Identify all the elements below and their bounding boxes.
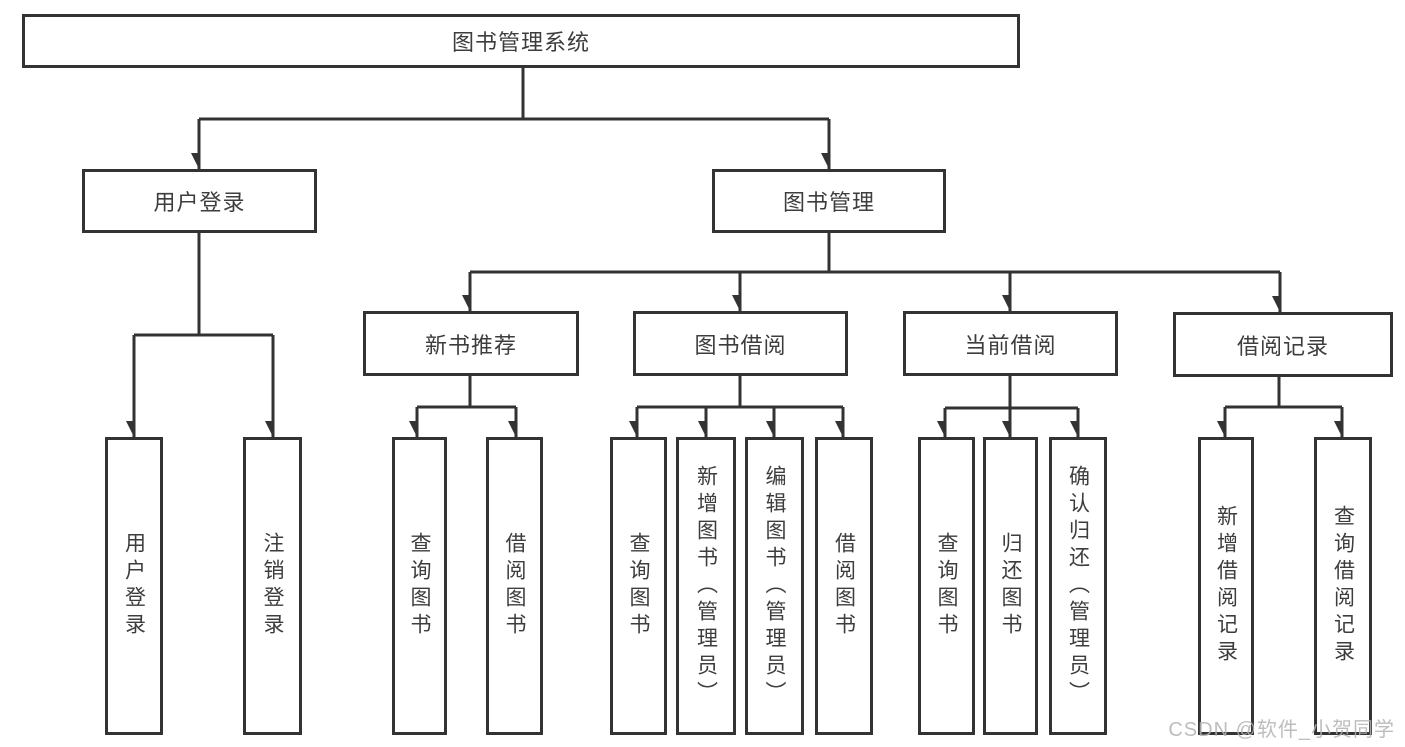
- leaf-newrec-query-books-label: 查询图书: [408, 532, 431, 640]
- leaf-borrow-query-books: 查询图书: [610, 437, 667, 735]
- leaf-records-query-record-label: 查询借阅记录: [1331, 505, 1355, 667]
- node-book-management: 图书管理: [712, 169, 946, 233]
- node-root: 图书管理系统: [22, 14, 1020, 68]
- node-user-login: 用户登录: [82, 169, 317, 233]
- leaf-newrec-borrow-books: 借阅图书: [486, 437, 543, 735]
- leaf-user-login-label: 用户登录: [122, 532, 146, 640]
- node-new-book-recommend-label: 新书推荐: [424, 332, 517, 358]
- node-root-label: 图书管理系统: [451, 30, 590, 55]
- leaf-newrec-query-books: 查询图书: [392, 437, 447, 735]
- leaf-records-add-record: 新增借阅记录: [1198, 437, 1254, 735]
- leaf-borrow-query-books-label: 查询图书: [627, 532, 650, 640]
- node-book-borrow: 图书借阅: [633, 311, 848, 376]
- leaf-records-add-record-label: 新增借阅记录: [1214, 505, 1238, 667]
- leaf-borrow-edit-books: 编辑图书（管理员）: [745, 437, 804, 735]
- leaf-borrow-add-books-label: 新增图书（管理员）: [694, 464, 718, 708]
- leaf-logout: 注销登录: [243, 437, 302, 735]
- leaf-current-confirm-return: 确认归还（管理员）: [1049, 437, 1107, 735]
- node-user-login-label: 用户登录: [153, 190, 246, 215]
- leaf-current-query-books: 查询图书: [918, 437, 975, 735]
- node-book-management-label: 图书管理: [782, 190, 875, 215]
- node-new-book-recommend: 新书推荐: [363, 311, 579, 376]
- leaf-current-query-books-label: 查询图书: [935, 532, 958, 640]
- node-current-borrow-label: 当前借阅: [964, 332, 1057, 358]
- node-borrow-records-label: 借阅记录: [1236, 333, 1329, 359]
- leaf-newrec-borrow-books-label: 借阅图书: [503, 532, 526, 640]
- leaf-borrow-add-books: 新增图书（管理员）: [676, 437, 736, 735]
- node-book-borrow-label: 图书借阅: [694, 332, 787, 358]
- node-borrow-records: 借阅记录: [1173, 312, 1393, 377]
- leaf-logout-label: 注销登录: [261, 532, 284, 640]
- leaf-borrow-edit-books-label: 编辑图书（管理员）: [763, 464, 786, 708]
- leaf-records-query-record: 查询借阅记录: [1314, 437, 1372, 735]
- node-current-borrow: 当前借阅: [903, 311, 1118, 376]
- leaf-current-return-books: 归还图书: [983, 437, 1038, 735]
- leaf-current-confirm-return-label: 确认归还（管理员）: [1066, 464, 1090, 708]
- leaf-current-return-books-label: 归还图书: [999, 532, 1022, 640]
- leaf-user-login: 用户登录: [105, 437, 163, 735]
- leaf-borrow-borrow-books-label: 借阅图书: [832, 532, 856, 640]
- leaf-borrow-borrow-books: 借阅图书: [815, 437, 873, 735]
